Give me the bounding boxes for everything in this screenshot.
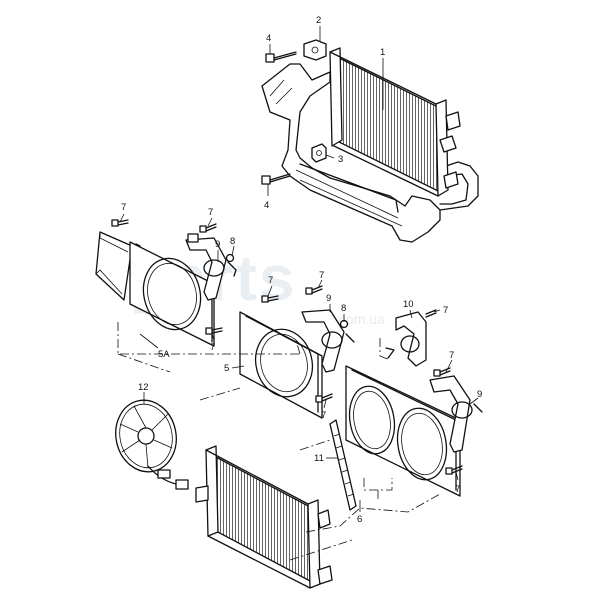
- callout-3: 3: [338, 154, 343, 165]
- callout-7-5-bottom: 7: [321, 410, 326, 421]
- bracket-2: [303, 39, 327, 61]
- callout-7-bracket10: 7: [443, 305, 448, 316]
- bracket-10: [385, 311, 427, 367]
- bolt-4-bottom: [261, 173, 291, 185]
- callout-11: 11: [314, 453, 324, 464]
- bolt-7-clamp-top: [199, 223, 217, 233]
- callout-1: 1: [380, 47, 385, 58]
- callout-7-clamp-mid: 7: [319, 270, 324, 281]
- nut-8-left: [225, 253, 235, 263]
- callout-2: 2: [316, 15, 321, 26]
- fan-shroud-5a: [95, 231, 237, 347]
- callout-4-bottom: 4: [264, 200, 269, 211]
- callout-10: 10: [403, 299, 414, 310]
- callout-7-6-top: 7: [449, 350, 454, 361]
- callout-8-left: 8: [230, 236, 235, 247]
- callout-9-mid: 9: [326, 293, 331, 304]
- condenser-carrier-assembly: [261, 39, 479, 243]
- callout-9-left: 9: [215, 239, 220, 250]
- bracket-3: [311, 143, 327, 163]
- bolt-7-5a-top: [111, 219, 129, 227]
- callout-5a: 5A: [158, 349, 170, 360]
- assembly-lines: [117, 322, 441, 561]
- callout-8-mid: 8: [341, 303, 346, 314]
- bolt-7-6-bottom: [445, 465, 463, 475]
- leader-lines: [119, 26, 479, 512]
- callout-6: 6: [357, 514, 362, 525]
- callout-12: 12: [138, 382, 149, 393]
- bolt-7-bracket10: [425, 309, 437, 318]
- callout-7-5a-top: 7: [121, 202, 126, 213]
- callout-labels: 1 2 3 4 4 7 7 7 9 8 7 7 9 8 10 7 5A 5 7 …: [121, 15, 482, 525]
- condenser-left-tank: [329, 47, 343, 147]
- seal-strip-11: [329, 419, 357, 511]
- bolt-4-top: [265, 51, 297, 63]
- callout-7-5a-bottom: 7: [210, 342, 215, 353]
- fan-shroud-5: [239, 309, 355, 419]
- fan-12: [115, 399, 189, 490]
- bolt-7-5a-bottom: [205, 327, 223, 335]
- callout-9-right: 9: [477, 389, 482, 400]
- callout-7-5-top: 7: [268, 275, 273, 286]
- radiator-bottom: [195, 445, 333, 589]
- double-fan-shroud-6: [345, 365, 483, 497]
- callout-7-clamp-top: 7: [208, 207, 213, 218]
- callout-7-6-bottom: 7: [455, 484, 460, 495]
- bolt-7-clamp-mid: [305, 285, 323, 295]
- bolt-7-5-bottom: [315, 393, 333, 403]
- callout-5: 5: [224, 363, 229, 374]
- bolt-7-6-top: [433, 367, 451, 377]
- callout-4-top: 4: [266, 33, 271, 44]
- bolt-7-5-top: [261, 295, 279, 303]
